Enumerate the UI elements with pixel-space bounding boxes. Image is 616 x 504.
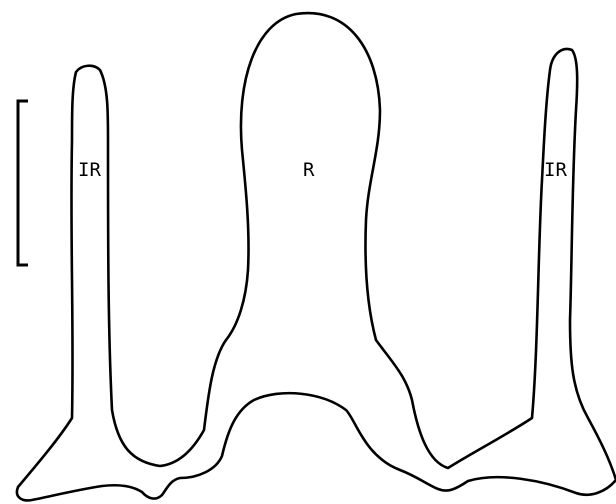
left-ir-label: IR: [78, 159, 101, 181]
specimen-outline: [17, 13, 616, 500]
center-r-label: R: [303, 159, 315, 181]
scale-bar: [18, 101, 28, 265]
right-ir-label: IR: [544, 159, 567, 181]
